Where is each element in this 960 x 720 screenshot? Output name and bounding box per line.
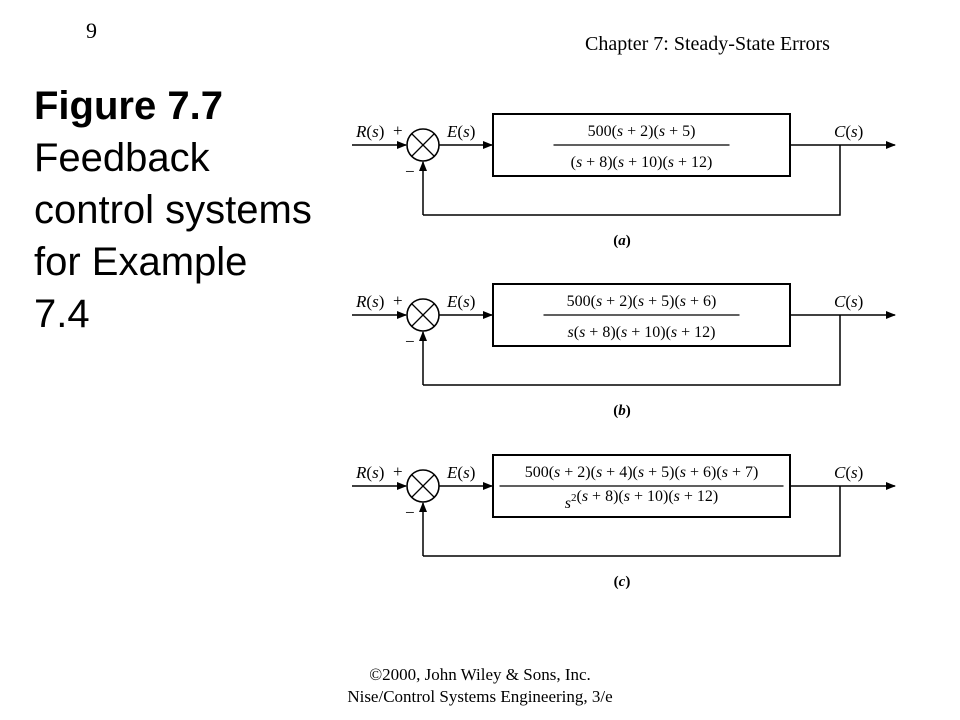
error-label: E(s) (446, 122, 475, 141)
feedback-path (423, 486, 841, 557)
output-label: C(s) (834, 292, 863, 311)
input-label: R(s) (355, 292, 384, 311)
feedback-path (423, 145, 841, 216)
footer-book-title: Nise/Control Systems Engineering, 3/e (347, 687, 613, 706)
chapter-title: Chapter 7: Steady-State Errors (585, 33, 830, 55)
output-label: C(s) (834, 122, 863, 141)
figure-caption: Figure 7.7 Feedback control systems for … (34, 80, 314, 340)
output-label: C(s) (834, 463, 863, 482)
error-label: E(s) (446, 463, 475, 482)
error-label: E(s) (446, 292, 475, 311)
footer: ©2000, John Wiley & Sons, Inc. Nise/Cont… (0, 664, 960, 708)
part-label: (c) (614, 574, 631, 590)
transfer-numerator: 500(s + 2)(s + 5)(s + 6) (567, 293, 717, 310)
junction-cross (411, 474, 435, 498)
page-number: 9 (86, 18, 97, 43)
junction-cross (411, 133, 435, 157)
plus-sign: + (393, 462, 403, 481)
minus-sign: − (405, 162, 415, 181)
feedback-path (423, 315, 841, 386)
transfer-denominator: (s + 8)(s + 10)(s + 12) (571, 154, 713, 171)
transfer-numerator: 500(s + 2)(s + 5) (588, 123, 696, 140)
plus-sign: + (393, 121, 403, 140)
footer-copyright: ©2000, John Wiley & Sons, Inc. (369, 665, 591, 684)
figure-label: Figure 7.7 (34, 84, 223, 128)
plus-sign: + (393, 291, 403, 310)
input-label: R(s) (355, 122, 384, 141)
block-diagram-c: R(s) + − E(s) 500(s + 2)(s + 4)(s + 5)(s + 6… (352, 454, 896, 590)
transfer-denominator: s2(s + 8)(s + 10)(s + 12) (565, 488, 719, 512)
transfer-numerator: 500(s + 2)(s + 4)(s + 5)(s + 6)(s + 7) (525, 464, 759, 481)
transfer-denominator: s(s + 8)(s + 10)(s + 12) (568, 324, 716, 341)
minus-sign: − (405, 332, 415, 351)
minus-sign: − (405, 503, 415, 522)
block-diagram-b: R(s) + − E(s) 500(s + 2)(s + 5)(s + 6) s(s + … (352, 283, 896, 419)
part-label: (a) (613, 233, 631, 249)
input-label: R(s) (355, 463, 384, 482)
block-diagram-a: R(s) + − E(s) 500(s + 2)(s + 5) (s + 8)(s + 1… (352, 113, 896, 249)
figure-caption-text: Feedback control systems for Example 7.4 (34, 136, 312, 336)
part-label: (b) (613, 403, 631, 419)
junction-cross (411, 303, 435, 327)
